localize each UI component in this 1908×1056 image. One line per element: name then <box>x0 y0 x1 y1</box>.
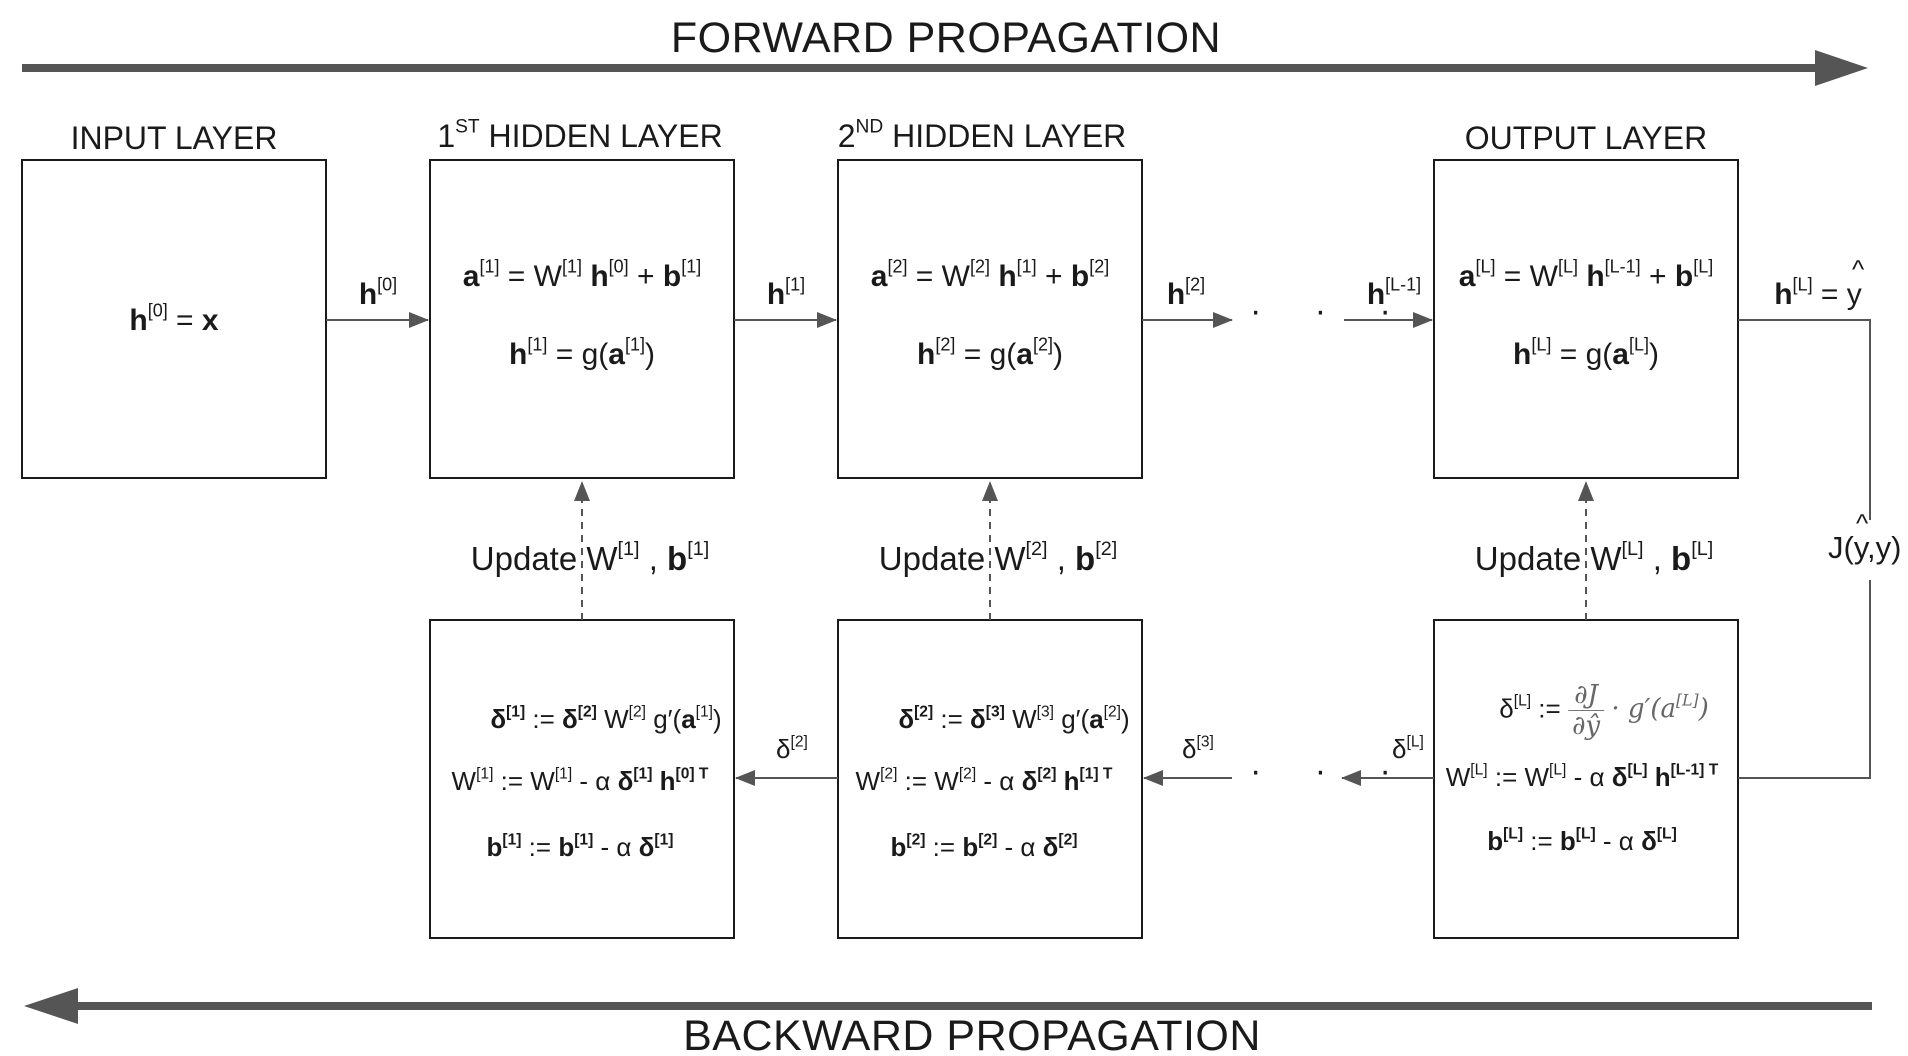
hidden2-preactivation: a[2] = W[2] h[1] + b[2] <box>870 256 1110 294</box>
hidden1-forward-box <box>429 159 735 479</box>
hidden2-b-update: b[2] := b[2] - α δ[2] <box>890 831 1078 862</box>
hidden2-layer-title: 2ND HIDDEN LAYER <box>837 116 1127 154</box>
h1-label: h[1] <box>766 274 806 312</box>
hidden1-b-update: b[1] := b[1] - α δ[1] <box>486 831 674 862</box>
output-layer-title: OUTPUT LAYER <box>1464 120 1708 156</box>
output-delta: δ[L] := ∂J∂ŷ · g′(a[L]) <box>1499 680 1709 741</box>
yhat-hat: ^ <box>1852 254 1865 284</box>
backward-ellipsis: · · · <box>1250 752 1413 790</box>
cost-connector-bottom <box>1738 580 1871 779</box>
deltaL-label: δ[L] <box>1392 733 1424 764</box>
hidden1-layer-title: 1ST HIDDEN LAYER <box>437 116 723 154</box>
forward-propagation-arrow <box>22 50 1868 86</box>
cost-label: J(y,y) <box>1828 530 1902 565</box>
cost-connector-top <box>1738 319 1871 520</box>
output-forward-box <box>1433 159 1739 479</box>
h2-label: h[2] <box>1166 274 1206 312</box>
output-w-update: W[L] := W[L] - α δ[L] h[L-1] T <box>1445 761 1719 792</box>
update-label-L: Update W[L] , b[L] <box>1474 538 1714 577</box>
forward-ellipsis: · · · <box>1250 292 1413 330</box>
h0-label: h[0] <box>358 274 398 312</box>
hidden1-w-update: W[1] := W[1] - α δ[1] h[0] T <box>451 765 709 796</box>
update-label-2: Update W[2] , b[2] <box>878 538 1118 577</box>
output-activation: h[L] = g(a[L]) <box>1513 334 1659 372</box>
output-value-label: h[L] = y <box>1774 274 1862 312</box>
hL-1-label: h[L-1] <box>1366 274 1422 312</box>
forward-propagation-title: FORWARD PROPAGATION <box>670 14 1222 62</box>
hidden1-delta-update: δ[1] := δ[2] W[2] g′(a[1]) <box>490 703 722 734</box>
delta2-label: δ[2] <box>776 733 808 764</box>
hidden1-preactivation: a[1] = W[1] h[0] + b[1] <box>462 256 702 294</box>
hidden2-delta-update: δ[2] := δ[3] W[3] g′(a[2]) <box>898 703 1130 734</box>
output-b-update: b[L] := b[L] - α δ[L] <box>1487 825 1677 856</box>
partial-derivative-fraction: ∂J∂ŷ <box>1567 680 1605 741</box>
hidden2-forward-box <box>837 159 1143 479</box>
backward-propagation-arrow <box>24 988 1872 1024</box>
input-layer-title: INPUT LAYER <box>70 120 278 156</box>
delta3-label: δ[3] <box>1182 733 1214 764</box>
output-preactivation: a[L] = W[L] h[L-1] + b[L] <box>1458 256 1714 294</box>
hidden1-activation: h[1] = g(a[1]) <box>509 334 655 372</box>
update-label-1: Update W[1] , b[1] <box>470 538 710 577</box>
cost-hat: ^ <box>1856 508 1869 538</box>
hidden2-activation: h[2] = g(a[2]) <box>917 334 1063 372</box>
input-equation: h[0] = x <box>129 300 219 338</box>
backward-propagation-title: BACKWARD PROPAGATION <box>683 1012 1261 1056</box>
hidden2-w-update: W[2] := W[2] - α δ[2] h[1] T <box>855 765 1113 796</box>
